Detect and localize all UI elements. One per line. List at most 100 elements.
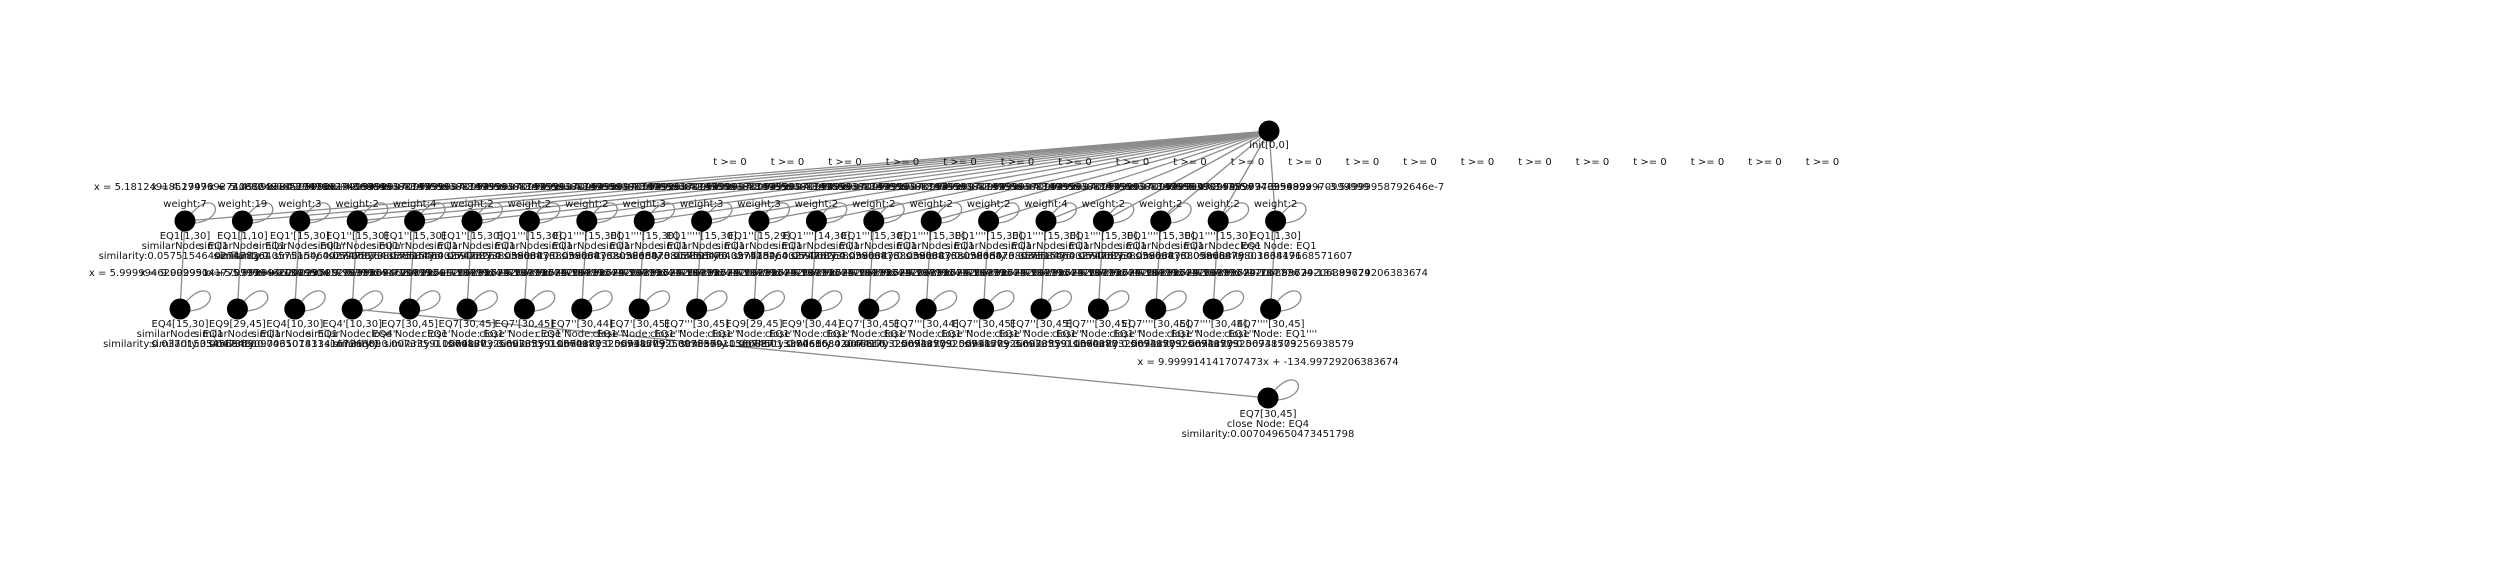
level2-node-similarity: similarity:0.00741703256938579 (1187, 339, 1353, 350)
level2-node[interactable] (973, 298, 995, 320)
level2-node-note: close Node: EQ1'''' (650, 329, 743, 340)
level1-loop-label: x = 4.19999938874755x + -3.5499997099999… (1127, 182, 1369, 193)
root-edge-guard-label: t >= 0 (1058, 157, 1091, 168)
level2-node[interactable] (915, 298, 937, 320)
level1-node-name: EQ1[1,30] (1250, 231, 1301, 242)
level1-node-weight: weight:2 (967, 199, 1010, 210)
level2-self-loop (990, 290, 1015, 312)
level1-node[interactable] (346, 210, 368, 232)
root-edge (644, 130, 1270, 222)
level2-node[interactable] (858, 298, 880, 320)
level1-node[interactable] (978, 210, 1000, 232)
root-edge-guard-label: t >= 0 (1518, 157, 1551, 168)
level1-node[interactable] (691, 210, 713, 232)
root-edge (1160, 130, 1270, 222)
level2-node[interactable] (628, 298, 650, 320)
level2-loop-label: x = 9.99999141770777x + -134.99729206383… (542, 268, 797, 279)
level1-self-loop (708, 202, 733, 224)
level1-self-loop (363, 202, 389, 224)
level2-node[interactable] (571, 298, 593, 320)
level1-node[interactable] (1207, 210, 1229, 232)
level1-node-similarity: similarity:0.057515464027478264 (213, 251, 386, 262)
root-node[interactable] (1258, 120, 1280, 142)
level1-node-name: EQ1'''[15,30] (841, 231, 906, 242)
level2-node[interactable] (1260, 298, 1282, 320)
root-edge (931, 130, 1270, 222)
level1-self-loop (421, 202, 446, 224)
level2-node[interactable] (169, 298, 191, 320)
level1-node-note: similarNode: EQ1 (1060, 241, 1147, 252)
level2-node[interactable] (284, 298, 306, 320)
level1-node-weight: weight:2 (508, 199, 551, 210)
level1-node-weight: weight:2 (909, 199, 952, 210)
root-edge-guard-label: t >= 0 (1576, 157, 1609, 168)
level2-loop-label: x = 9.99999141770777x + -134.99729206383… (140, 268, 395, 279)
level1-node-weight: weight:2 (335, 199, 378, 210)
level2-self-loop (301, 290, 326, 312)
level1-node[interactable] (174, 210, 196, 232)
level2-node-name: EQ9[29,45] (209, 319, 266, 330)
level1-node[interactable] (518, 210, 540, 232)
level2-node[interactable] (1087, 298, 1109, 320)
level2-node[interactable] (743, 298, 765, 320)
level1-node[interactable] (404, 210, 426, 232)
level2-node-name: EQ7'[30,45] (839, 319, 899, 330)
level2-node[interactable] (513, 298, 535, 320)
level1-node[interactable] (1092, 210, 1114, 232)
level1-node[interactable] (231, 210, 253, 232)
level2-node-name: EQ4[15,30] (152, 319, 209, 330)
level2-edge (408, 220, 416, 310)
level2-node-name: EQ7''[30,45] (1010, 319, 1073, 330)
level1-node[interactable] (461, 210, 483, 232)
level1-node[interactable] (863, 210, 885, 232)
level2-node-name: EQ7'''[30,44] (894, 319, 959, 330)
level1-node[interactable] (805, 210, 827, 232)
level1-node-weight: weight:3 (278, 199, 321, 210)
level2-node[interactable] (800, 298, 822, 320)
level1-node-note: similarNode: EQ1' (312, 241, 401, 252)
level2-self-loop (1277, 290, 1302, 312)
level2-node-name: EQ7[30,45] (439, 319, 496, 330)
level2-node[interactable] (1030, 298, 1052, 320)
level1-node-note: similarNode: EQ1 (601, 241, 688, 252)
level1-node-similarity: similarity:0.05906873803868476 (733, 251, 899, 262)
level1-node[interactable] (748, 210, 770, 232)
level2-node[interactable] (456, 298, 478, 320)
level2-node[interactable] (1145, 298, 1167, 320)
level1-self-loop (306, 202, 331, 224)
level1-node[interactable] (1150, 210, 1172, 232)
level2-loop-label: x = 9.99999141770777x + -134.99729206383… (886, 268, 1141, 279)
level1-node[interactable] (1265, 210, 1287, 232)
level1-node[interactable] (633, 210, 655, 232)
level1-node[interactable] (576, 210, 598, 232)
level2-node[interactable] (399, 298, 421, 320)
level1-node-note: similarNode: EQ1 (1117, 241, 1204, 252)
level2-node[interactable] (686, 298, 708, 320)
root-edge-guard-label: t >= 0 (1806, 157, 1839, 168)
level1-node[interactable] (1035, 210, 1057, 232)
level2-node[interactable] (1202, 298, 1224, 320)
level1-loop-label: x = 4.19999938874755x + -3.5499997099999… (324, 182, 566, 193)
level1-node-similarity: similarity:0.05906873803868476 (504, 251, 670, 262)
level1-self-loop (191, 202, 216, 224)
level2-node[interactable] (341, 298, 363, 320)
level1-node[interactable] (289, 210, 311, 232)
level1-node-note: similarNode: EQ1 (658, 241, 745, 252)
level1-node[interactable] (920, 210, 942, 232)
level1-loop-label: x = 7.49999389774335682x + -3.5499995879… (1167, 182, 1444, 193)
level2-self-loop (1219, 290, 1245, 312)
level2-node[interactable] (226, 298, 248, 320)
level2-node-similarity: similarity:0.00741703256938579 (556, 339, 722, 350)
level1-self-loop (1052, 202, 1077, 224)
level1-node-weight: weight:4 (393, 199, 436, 210)
level1-self-loop (1282, 202, 1307, 224)
level3-node-name: EQ7[30,45] (1240, 409, 1297, 420)
level1-node-note: similarNode: EQ1 (199, 241, 286, 252)
level2-node-name: EQ7''[30,45] (952, 319, 1015, 330)
level2-node-similarity: similarity:0.00741703256938579 (786, 339, 952, 350)
level1-node-similarity: similarity:0.05906873803868476 (791, 251, 957, 262)
root-edge (414, 130, 1270, 222)
level3-node[interactable] (1257, 387, 1279, 409)
root-edge (1103, 130, 1270, 222)
level2-node-note: close Node: EQ1'''' (822, 329, 915, 340)
